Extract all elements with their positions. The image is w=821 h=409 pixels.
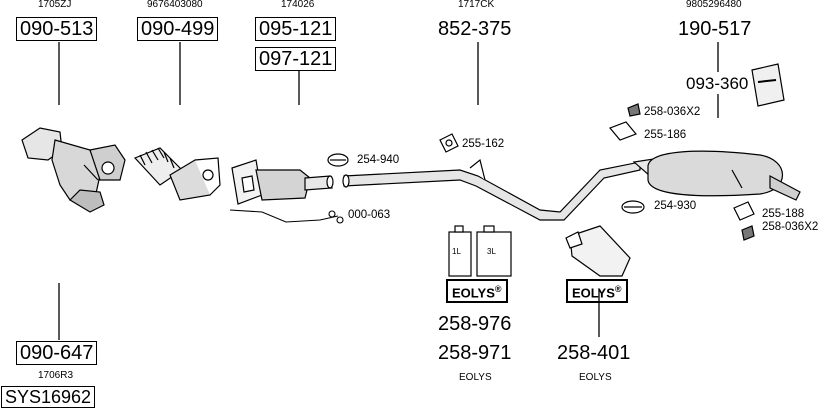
mount-255-186 xyxy=(608,121,638,141)
clamp-254-940-part xyxy=(327,153,349,167)
oe-ref-1717ck: 1717CK xyxy=(458,0,495,10)
installation-kit-part xyxy=(751,63,785,107)
eolys-badge-1: EOLYS® xyxy=(446,279,508,304)
oe-ref-174026: 174026 xyxy=(281,0,315,10)
rear-silencer-part xyxy=(632,150,801,201)
oe-ref-1705zj: 1705ZJ xyxy=(38,0,72,10)
can-3l-label: 3L xyxy=(487,247,496,256)
part-097-121-link[interactable]: 097-121 xyxy=(255,47,337,71)
clamp-254-930-part xyxy=(621,200,645,214)
leader-lines xyxy=(58,42,719,340)
manifold-catalyst-part xyxy=(21,127,126,213)
middle-pipe-part xyxy=(342,158,641,221)
eolys-badge-2: EOLYS® xyxy=(566,279,628,304)
part-258-976-link[interactable]: 258-976 xyxy=(438,313,512,335)
part-255-188-link[interactable]: 255-188 xyxy=(762,208,805,220)
flex-pipe-dpf-part xyxy=(133,147,221,201)
part-255-186-link[interactable]: 255-186 xyxy=(644,129,687,141)
part-000-063-link[interactable]: 000-063 xyxy=(348,209,391,221)
part-093-360-link[interactable]: 093-360 xyxy=(686,74,749,93)
oe-ref-1706r3: 1706R3 xyxy=(38,370,74,381)
part-095-121-link[interactable]: 095-121 xyxy=(255,17,337,41)
eolys-caption-2: EOLYS xyxy=(579,372,612,383)
oe-ref-9805296480: 9805296480 xyxy=(686,0,742,10)
mount-255-188 xyxy=(733,201,755,221)
part-190-517-link[interactable]: 190-517 xyxy=(678,18,752,40)
part-090-499-link[interactable]: 090-499 xyxy=(137,17,219,41)
part-258-401-link[interactable]: 258-401 xyxy=(557,342,631,364)
part-258-036x2-top-link[interactable]: 258-036X2 xyxy=(644,106,701,118)
eolys-fluid-cans xyxy=(448,225,512,277)
eolys-caption-1: EOLYS xyxy=(459,372,492,383)
sensor-cable-part xyxy=(229,209,344,224)
mount-258-036x2-top xyxy=(627,103,641,117)
eolys-can-3l xyxy=(476,231,512,277)
clamp-255-162-part xyxy=(439,133,459,153)
part-258-971-link[interactable]: 258-971 xyxy=(438,342,512,364)
can-1l-label: 1L xyxy=(452,247,461,256)
part-090-647-link[interactable]: 090-647 xyxy=(16,341,98,365)
part-254-940-link[interactable]: 254-940 xyxy=(357,154,400,166)
part-090-513-link[interactable]: 090-513 xyxy=(16,17,98,41)
mount-258-036x2-bottom xyxy=(741,225,755,241)
eolys-tank-bag xyxy=(565,225,631,277)
part-254-930-link[interactable]: 254-930 xyxy=(654,200,697,212)
part-255-162-link[interactable]: 255-162 xyxy=(462,138,505,150)
system-code: SYS16962 xyxy=(1,386,96,408)
oe-ref-9676403080: 9676403080 xyxy=(147,0,203,10)
part-852-375-link[interactable]: 852-375 xyxy=(438,18,512,40)
catalyst-part xyxy=(231,159,334,205)
part-258-036x2-bottom-link[interactable]: 258-036X2 xyxy=(762,221,819,233)
rubber-mounts xyxy=(608,103,755,241)
